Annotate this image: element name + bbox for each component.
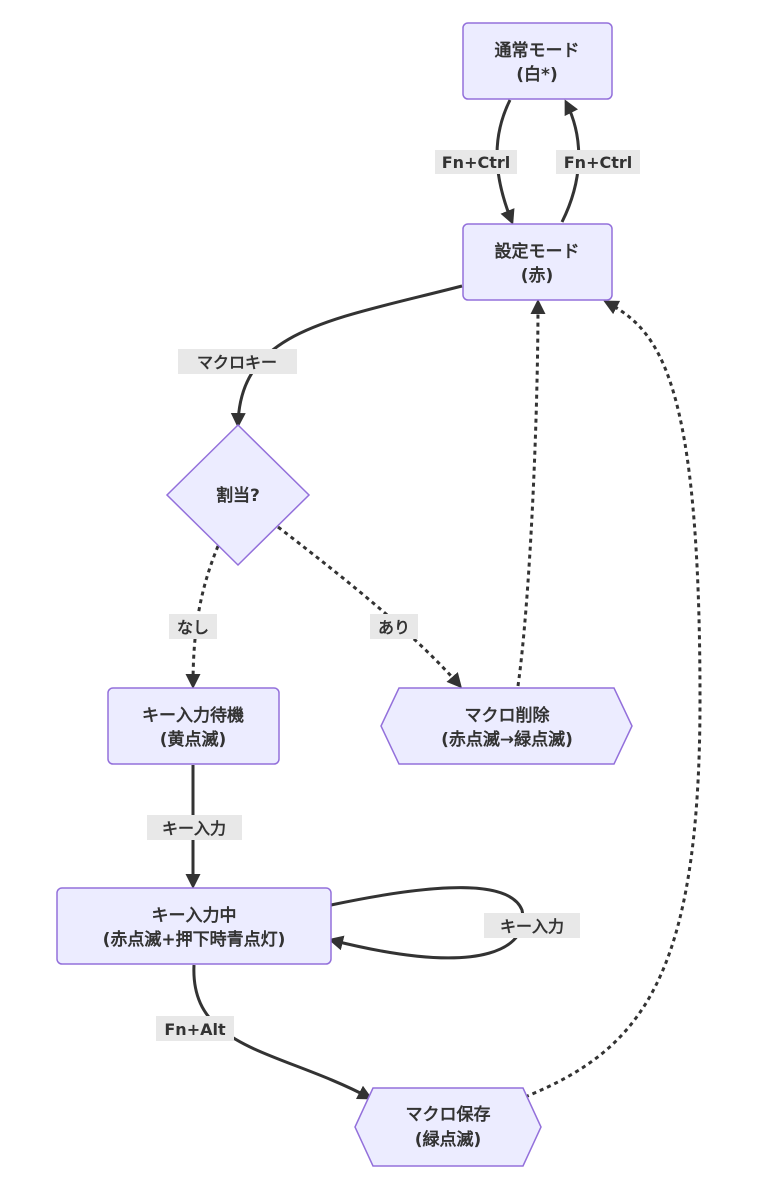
node-key-input-wait-title: キー入力待機 xyxy=(142,705,244,726)
edge-setting-to-decision xyxy=(230,284,463,428)
edge-save-to-setting xyxy=(524,300,702,1099)
node-setting-mode-sub: (赤) xyxy=(521,265,554,286)
edge-inputting-self xyxy=(328,886,525,960)
node-key-inputting-title: キー入力中 xyxy=(152,905,237,926)
svg-text:なし: なし xyxy=(177,618,209,637)
node-normal-mode[interactable]: 通常モード (白*) xyxy=(462,22,613,100)
node-setting-mode-title: 設定モード xyxy=(495,241,580,262)
edge-label-normal-to-setting: Fn+Ctrl xyxy=(435,150,517,174)
edge-decision-to-delete xyxy=(277,525,462,689)
edge-decision-to-wait xyxy=(185,545,220,689)
node-macro-delete[interactable]: マクロ削除 (赤点滅→緑点滅) xyxy=(380,687,633,765)
node-key-input-wait-sub: (黄点滅) xyxy=(160,729,227,750)
edge-delete-to-setting xyxy=(516,299,546,687)
node-setting-mode[interactable]: 設定モード (赤) xyxy=(462,223,613,301)
edge-label-inputting-to-save: Fn+Alt xyxy=(156,1016,234,1041)
edge-label-decision-to-wait: なし xyxy=(169,614,217,639)
node-key-input-wait[interactable]: キー入力待機 (黄点滅) xyxy=(107,687,280,765)
node-key-inputting-sub: (赤点滅+押下時青点灯) xyxy=(103,929,286,950)
node-macro-delete-sub: (赤点滅→緑点滅) xyxy=(441,729,573,750)
node-macro-save[interactable]: マクロ保存 (緑点滅) xyxy=(354,1087,542,1167)
edge-label-setting-to-normal: Fn+Ctrl xyxy=(556,150,640,174)
node-normal-mode-sub: (白*) xyxy=(516,64,557,85)
svg-text:Fn+Alt: Fn+Alt xyxy=(164,1020,226,1039)
edge-inputting-to-save xyxy=(192,964,373,1100)
node-macro-save-sub: (緑点滅) xyxy=(415,1129,482,1150)
svg-text:Fn+Ctrl: Fn+Ctrl xyxy=(442,153,511,172)
svg-text:キー入力: キー入力 xyxy=(162,819,226,838)
edge-label-wait-to-inputting: キー入力 xyxy=(147,815,242,840)
svg-text:キー入力: キー入力 xyxy=(500,917,564,936)
edge-label-setting-to-decision: マクロキー xyxy=(178,349,297,374)
edge-label-decision-to-delete: あり xyxy=(370,614,418,639)
node-macro-delete-title: マクロ削除 xyxy=(465,705,551,726)
svg-text:あり: あり xyxy=(378,618,410,637)
node-key-inputting[interactable]: キー入力中 (赤点滅+押下時青点灯) xyxy=(56,887,332,965)
node-normal-mode-title: 通常モード xyxy=(495,40,580,61)
svg-text:Fn+Ctrl: Fn+Ctrl xyxy=(564,153,633,172)
node-assigned-decision-title: 割当? xyxy=(216,485,260,506)
node-macro-save-title: マクロ保存 xyxy=(406,1104,491,1125)
edge-label-inputting-self: キー入力 xyxy=(484,913,580,938)
node-assigned-decision[interactable]: 割当? xyxy=(165,423,311,567)
svg-text:マクロキー: マクロキー xyxy=(197,353,277,372)
